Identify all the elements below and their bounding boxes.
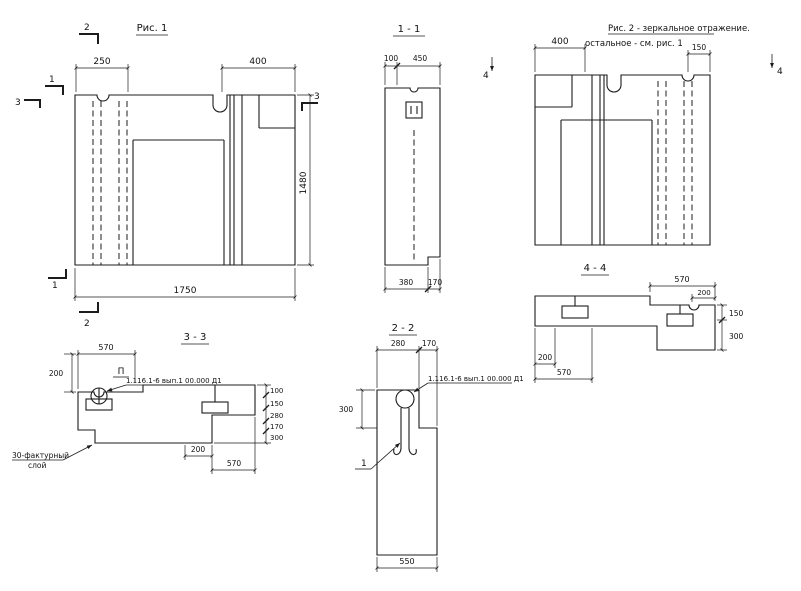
facing-layer-note-line1: 30-фактурный <box>12 451 69 460</box>
sec11-dim-380: 380 <box>399 278 414 287</box>
lifting-loop-eye <box>395 389 415 409</box>
section-marker-2-top: 2 <box>84 23 90 33</box>
fig1-section-marks: 2 2 1 1 3 3 <box>15 23 320 329</box>
fig2-dimensions: 400 150 <box>533 37 712 72</box>
fig2-panel-details <box>535 75 693 245</box>
sec44-dim-300: 300 <box>729 332 744 341</box>
section-marker-1-top: 1 <box>49 75 55 85</box>
fig1-panel-details <box>92 95 295 265</box>
section-2-2-title: 2 - 2 <box>392 323 415 334</box>
section-3-3-note: 30-фактурный слой <box>12 444 93 470</box>
fig1-title: Рис. 1 <box>137 23 168 34</box>
fig1-dimensions: 250 400 1480 1750 <box>73 57 314 301</box>
sec44-dim-570-bottom: 570 <box>557 368 572 377</box>
sec33-part-label: 1.116.1-6 вып.1 00.000 Д1 <box>126 377 222 385</box>
section-4-4-details <box>561 296 694 327</box>
section-2-2-details <box>393 389 417 456</box>
view-section-1-1: 1 - 1 100 450 380 170 <box>383 24 443 293</box>
sec22-dim-280: 280 <box>391 339 406 348</box>
facing-layer-note-line2: слой <box>28 461 47 470</box>
sec22-dim-170: 170 <box>422 339 437 348</box>
section-1-1-title: 1 - 1 <box>398 24 421 35</box>
section-3-3-dimensions: 570 200 П 1.116.1-6 вып.1 00.000 Д1 100 … <box>49 343 283 474</box>
section-1-1-outline <box>384 87 441 266</box>
view-fig1: Рис. 1 250 400 <box>15 23 320 329</box>
view-section-3-3: 3 - 3 570 200 П 1.116.1-6 вып.1 00.000 Д… <box>12 332 283 474</box>
fig1-dim-1480: 1480 <box>299 171 309 194</box>
section-3-3-outline <box>77 384 256 444</box>
view-section-4-4: 4 - 4 570 200 150 300 <box>533 263 744 383</box>
section-4-4-outline <box>534 295 716 351</box>
fig1-dim-1750: 1750 <box>174 286 197 296</box>
fig2-section-marks: 4 4 <box>483 54 783 81</box>
section-1-1-details <box>405 101 423 262</box>
sec22-part-label: 1.116.1-6 вып.1 00.000 Д1 <box>428 375 524 383</box>
sec33-dim-200-left: 200 <box>49 369 64 378</box>
fig1-dim-250: 250 <box>93 57 110 67</box>
fig2-dim-150: 150 <box>692 43 707 52</box>
fig2-subtitle: остальное - см. рис. 1 <box>585 39 683 49</box>
section-2-2-dimensions: 280 170 300 1.116.1-6 вып.1 00.000 Д1 1 … <box>339 339 524 572</box>
sec11-dim-100: 100 <box>384 54 399 63</box>
section-3-3-details <box>85 385 229 414</box>
view-fig2: Рис. 2 - зеркальное отражение. остальное… <box>483 24 783 246</box>
sec44-dim-570-top: 570 <box>674 275 689 284</box>
fig1-panel-outline <box>74 94 296 266</box>
sec22-callout-1: 1 <box>361 459 367 469</box>
sec33-dim-100: 100 <box>270 387 283 395</box>
sec44-dim-200-top: 200 <box>697 289 710 297</box>
sec33-dim-280: 280 <box>270 412 283 420</box>
view-section-2-2: 2 - 2 280 170 300 1.116.1-6 вып.1 00.000… <box>339 323 524 572</box>
section-3-3-title: 3 - 3 <box>184 332 207 343</box>
sec33-dim-570-bottom: 570 <box>227 459 242 468</box>
sec22-dim-300: 300 <box>339 405 354 414</box>
section-4-4-title: 4 - 4 <box>584 263 607 274</box>
sec33-dim-200-bottom: 200 <box>191 445 206 454</box>
sec33-dim-570-top: 570 <box>98 343 113 352</box>
section-marker-3-right: 3 <box>314 92 320 102</box>
lifting-loop-anchor <box>85 398 113 411</box>
sec33-position-marker: П <box>118 367 125 377</box>
fig2-title: Рис. 2 - зеркальное отражение. <box>608 24 750 34</box>
section-4-4-dimensions: 570 200 150 300 200 570 <box>533 275 744 383</box>
sec11-dim-170: 170 <box>428 278 443 287</box>
fig1-dim-400: 400 <box>249 57 266 67</box>
sec22-dim-550: 550 <box>399 557 414 566</box>
section-marker-1-bottom: 1 <box>52 281 58 291</box>
sec44-dim-150: 150 <box>729 309 744 318</box>
section-marker-4-right: 4 <box>777 67 783 77</box>
section-marker-2-bottom: 2 <box>84 319 90 329</box>
sec33-dim-170: 170 <box>270 423 283 431</box>
fig2-dim-400: 400 <box>551 37 568 47</box>
sec33-dim-300: 300 <box>270 434 283 442</box>
section-1-1-dimensions: 100 450 380 170 <box>383 54 443 293</box>
sec44-dim-200-bottom: 200 <box>538 353 553 362</box>
sec11-dim-450: 450 <box>413 54 428 63</box>
sec33-dim-150: 150 <box>270 400 283 408</box>
fig2-panel-outline <box>534 74 711 246</box>
section-marker-4-left: 4 <box>483 71 489 81</box>
section-marker-3-left: 3 <box>15 98 21 108</box>
